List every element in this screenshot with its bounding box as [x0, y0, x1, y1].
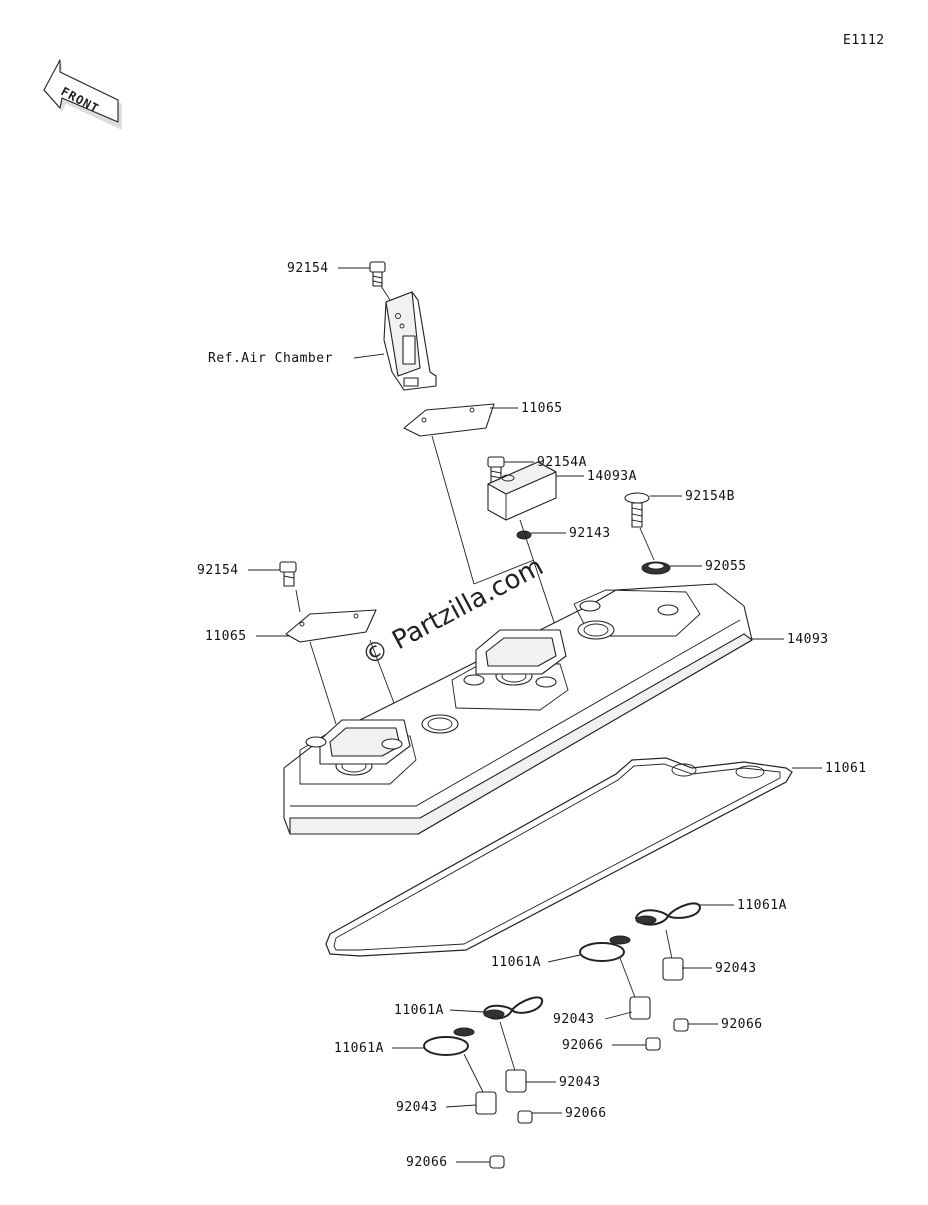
callout-11065-top: 11065 [521, 401, 563, 416]
dowel-92043-right-b [619, 957, 651, 1020]
callout-leaders [248, 267, 822, 1163]
callout-92043-right-a: 92043 [715, 961, 757, 976]
dowel-92043-left-a [499, 1021, 527, 1093]
reed-block-14093a [487, 461, 557, 521]
reed-cover-11065-left [285, 609, 377, 643]
exploded-view-lines [295, 285, 655, 725]
seal-11061a-right-lower [579, 935, 631, 962]
bolt-92154-top [369, 261, 386, 287]
callout-92055: 92055 [705, 559, 747, 574]
dowel-92043-left-b [463, 1053, 497, 1115]
bolt-92154-left [279, 561, 297, 587]
callout-92066-right-b: 92066 [562, 1038, 604, 1053]
air-chamber-bracket [383, 291, 437, 391]
callout-labels: 92154 Ref.Air Chamber 11065 92154A 14093… [197, 261, 867, 1170]
callout-14093a: 14093A [587, 469, 637, 484]
grommet-92055 [641, 561, 671, 575]
callout-92154-left: 92154 [197, 563, 239, 578]
bolt-92154b [624, 492, 650, 528]
cylinder-head-cover-14093 [283, 583, 753, 835]
callout-92043-left-a: 92043 [559, 1075, 601, 1090]
cap-92066-right-b [645, 1037, 661, 1051]
seal-11061a-left-lower [423, 1027, 475, 1056]
callout-92154a: 92154A [537, 455, 587, 470]
seal-11061a-left-upper [482, 996, 543, 1020]
front-arrow-icon: FRONT [43, 59, 122, 130]
callout-11065-left: 11065 [205, 629, 247, 644]
diagram-code: E1112 [843, 33, 885, 48]
callout-92043-right-b: 92043 [553, 1012, 595, 1027]
head-cover-gasket-11061 [325, 757, 793, 957]
callout-92066-right-a: 92066 [721, 1017, 763, 1032]
callout-92143: 92143 [569, 526, 611, 541]
callout-11061: 11061 [825, 761, 867, 776]
bolt-92154a [487, 456, 505, 484]
callout-ref-air-chamber: Ref.Air Chamber [208, 351, 333, 366]
cap-92066-left-a [517, 1110, 533, 1124]
dowel-92043-right-a [662, 929, 684, 981]
cap-92066-left-b [489, 1155, 505, 1169]
callout-92154-top: 92154 [287, 261, 329, 276]
callout-92066-left-b: 92066 [406, 1155, 448, 1170]
callout-14093: 14093 [787, 632, 829, 647]
cap-92066-right-a [673, 1018, 689, 1032]
callout-11061a-left-lower: 11061A [334, 1041, 384, 1056]
callout-92043-left-b: 92043 [396, 1100, 438, 1115]
callout-92154b: 92154B [685, 489, 735, 504]
callout-11061a-right-upper: 11061A [737, 898, 787, 913]
callout-92066-left-a: 92066 [565, 1106, 607, 1121]
seal-11061a-right-upper [634, 902, 702, 926]
callout-11061a-left-upper: 11061A [394, 1003, 444, 1018]
callout-11061a-right-lower: 11061A [491, 955, 541, 970]
reed-cover-11065-top [403, 403, 495, 437]
